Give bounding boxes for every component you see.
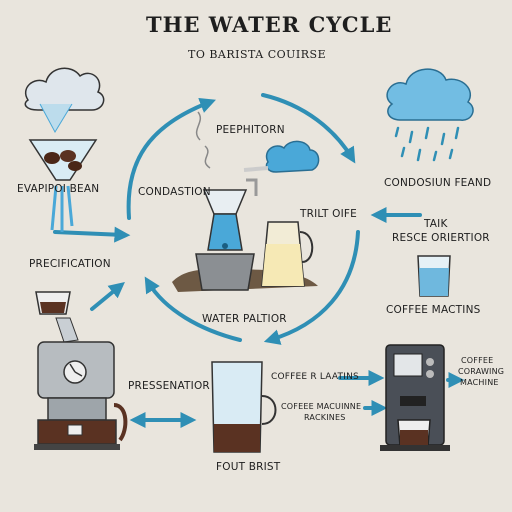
arrow-bottom-left bbox=[144, 276, 242, 342]
label-peppit: PEEPHITORN bbox=[216, 124, 285, 136]
label-presentation: PRESSENATIOR bbox=[128, 380, 210, 392]
center-cloud-icon bbox=[243, 140, 320, 173]
water-glass-icon bbox=[417, 255, 451, 297]
rain-cloud-icon bbox=[386, 68, 474, 162]
arrow-right-down bbox=[263, 230, 360, 345]
cycle-arrows bbox=[53, 93, 465, 428]
arrow-top-right bbox=[261, 93, 356, 164]
label-precipitation: PRECIFICATION bbox=[29, 258, 111, 270]
label-coffee-brewing-2: CORAWING bbox=[458, 367, 505, 376]
label-coffee-macuine: COFEEE MACUINNE bbox=[281, 402, 362, 411]
label-rackines: RACKINES bbox=[304, 413, 346, 422]
label-condensation: CONDASTION bbox=[138, 186, 211, 198]
label-water-pallior: WATER PALTIOR bbox=[202, 313, 287, 325]
label-evaporation: EVAPIPOI BEAN bbox=[17, 183, 100, 195]
label-trilt: TRILT OIFE bbox=[300, 208, 357, 220]
label-foot-brist: FOUT BRIST bbox=[216, 461, 281, 473]
label-coffee-brewing-1: COFFEE bbox=[461, 356, 494, 365]
evaporation-cloud-icon bbox=[24, 67, 105, 134]
steam-icon bbox=[195, 111, 211, 169]
bean-funnel-icon bbox=[28, 139, 98, 232]
coffee-pitcher-icon bbox=[211, 361, 277, 453]
milk-jug-icon bbox=[261, 221, 314, 287]
espresso-machine-icon bbox=[34, 341, 128, 450]
label-resce: RESCE ORIERTIOR bbox=[392, 232, 490, 244]
arrow-left-up bbox=[126, 97, 216, 220]
espresso-cup-icon bbox=[35, 291, 79, 343]
label-coffee-mactins: COFFEE MACTINS bbox=[386, 304, 481, 316]
arrow-to-center bbox=[53, 226, 131, 243]
label-coffee-brewing-3: MACHINE bbox=[460, 378, 499, 387]
page-subtitle: TO BARISTA COUIRSE bbox=[188, 48, 327, 61]
page-title: THE WATER CYCLE bbox=[146, 12, 393, 37]
label-condosion: CONDOSIUN FEAND bbox=[384, 177, 492, 189]
label-taik: TAIK bbox=[424, 218, 448, 230]
arrow-cup-up bbox=[90, 281, 125, 311]
label-coffee-latins: COFFEE R LAATINS bbox=[271, 372, 359, 382]
coffee-machine-icon bbox=[380, 344, 450, 451]
